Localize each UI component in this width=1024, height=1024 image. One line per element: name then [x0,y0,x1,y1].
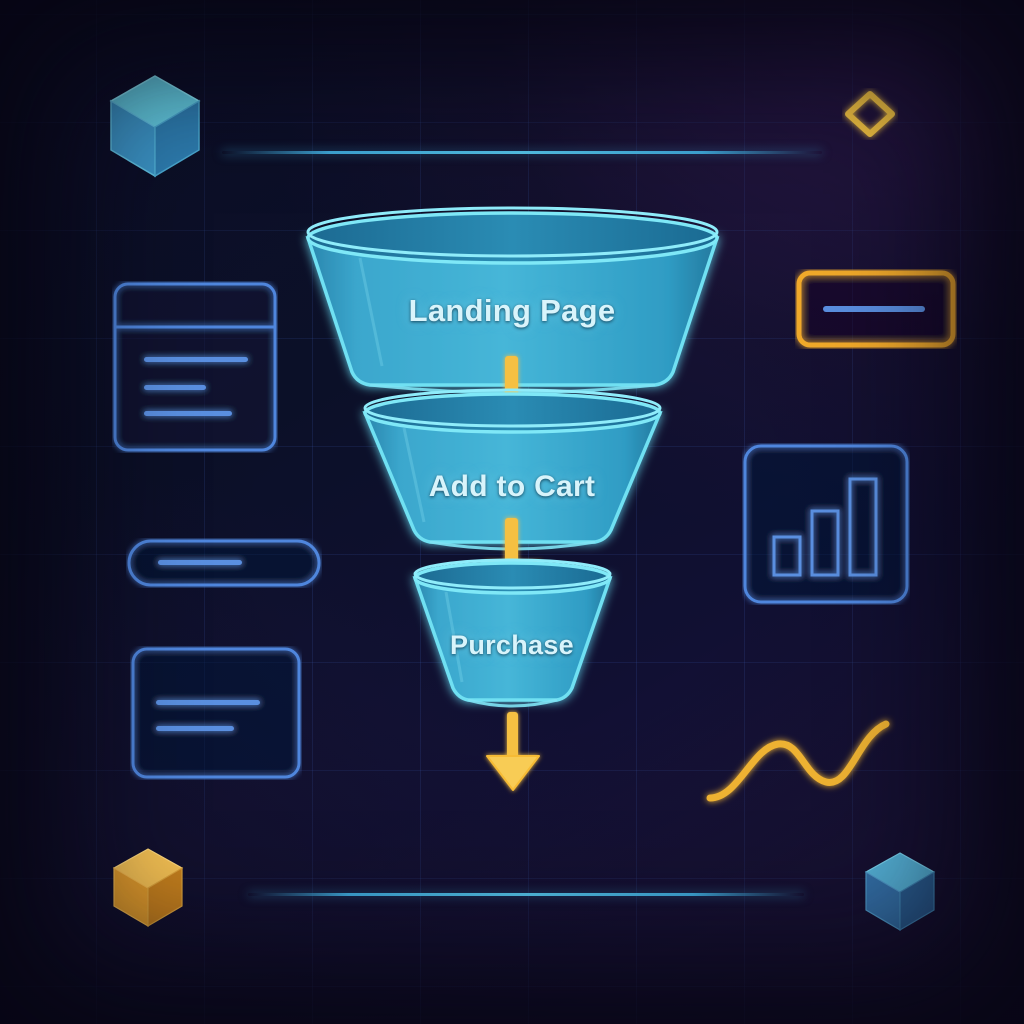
bar-chart-icon [742,443,910,610]
funnel-arrow-1 [482,356,544,442]
cube-icon [106,72,204,185]
funnel-arrow-3 [486,712,540,791]
funnel-stage-add-to-cart [362,388,663,551]
gold-frame-icon [795,269,957,354]
trend-line-icon [700,712,900,813]
funnel-arrow-2 [484,518,542,598]
window-card-icon [112,281,278,458]
funnel-stage-purchase [412,558,613,708]
accent-line-top [222,151,822,154]
text-card-icon [130,646,302,785]
accent-line-bottom [248,893,804,896]
cube-icon [862,850,938,939]
funnel-stage-landing-page [305,206,720,394]
pill-bar-icon [126,538,322,593]
cube-icon [110,846,186,935]
diamond-icon [842,88,898,145]
